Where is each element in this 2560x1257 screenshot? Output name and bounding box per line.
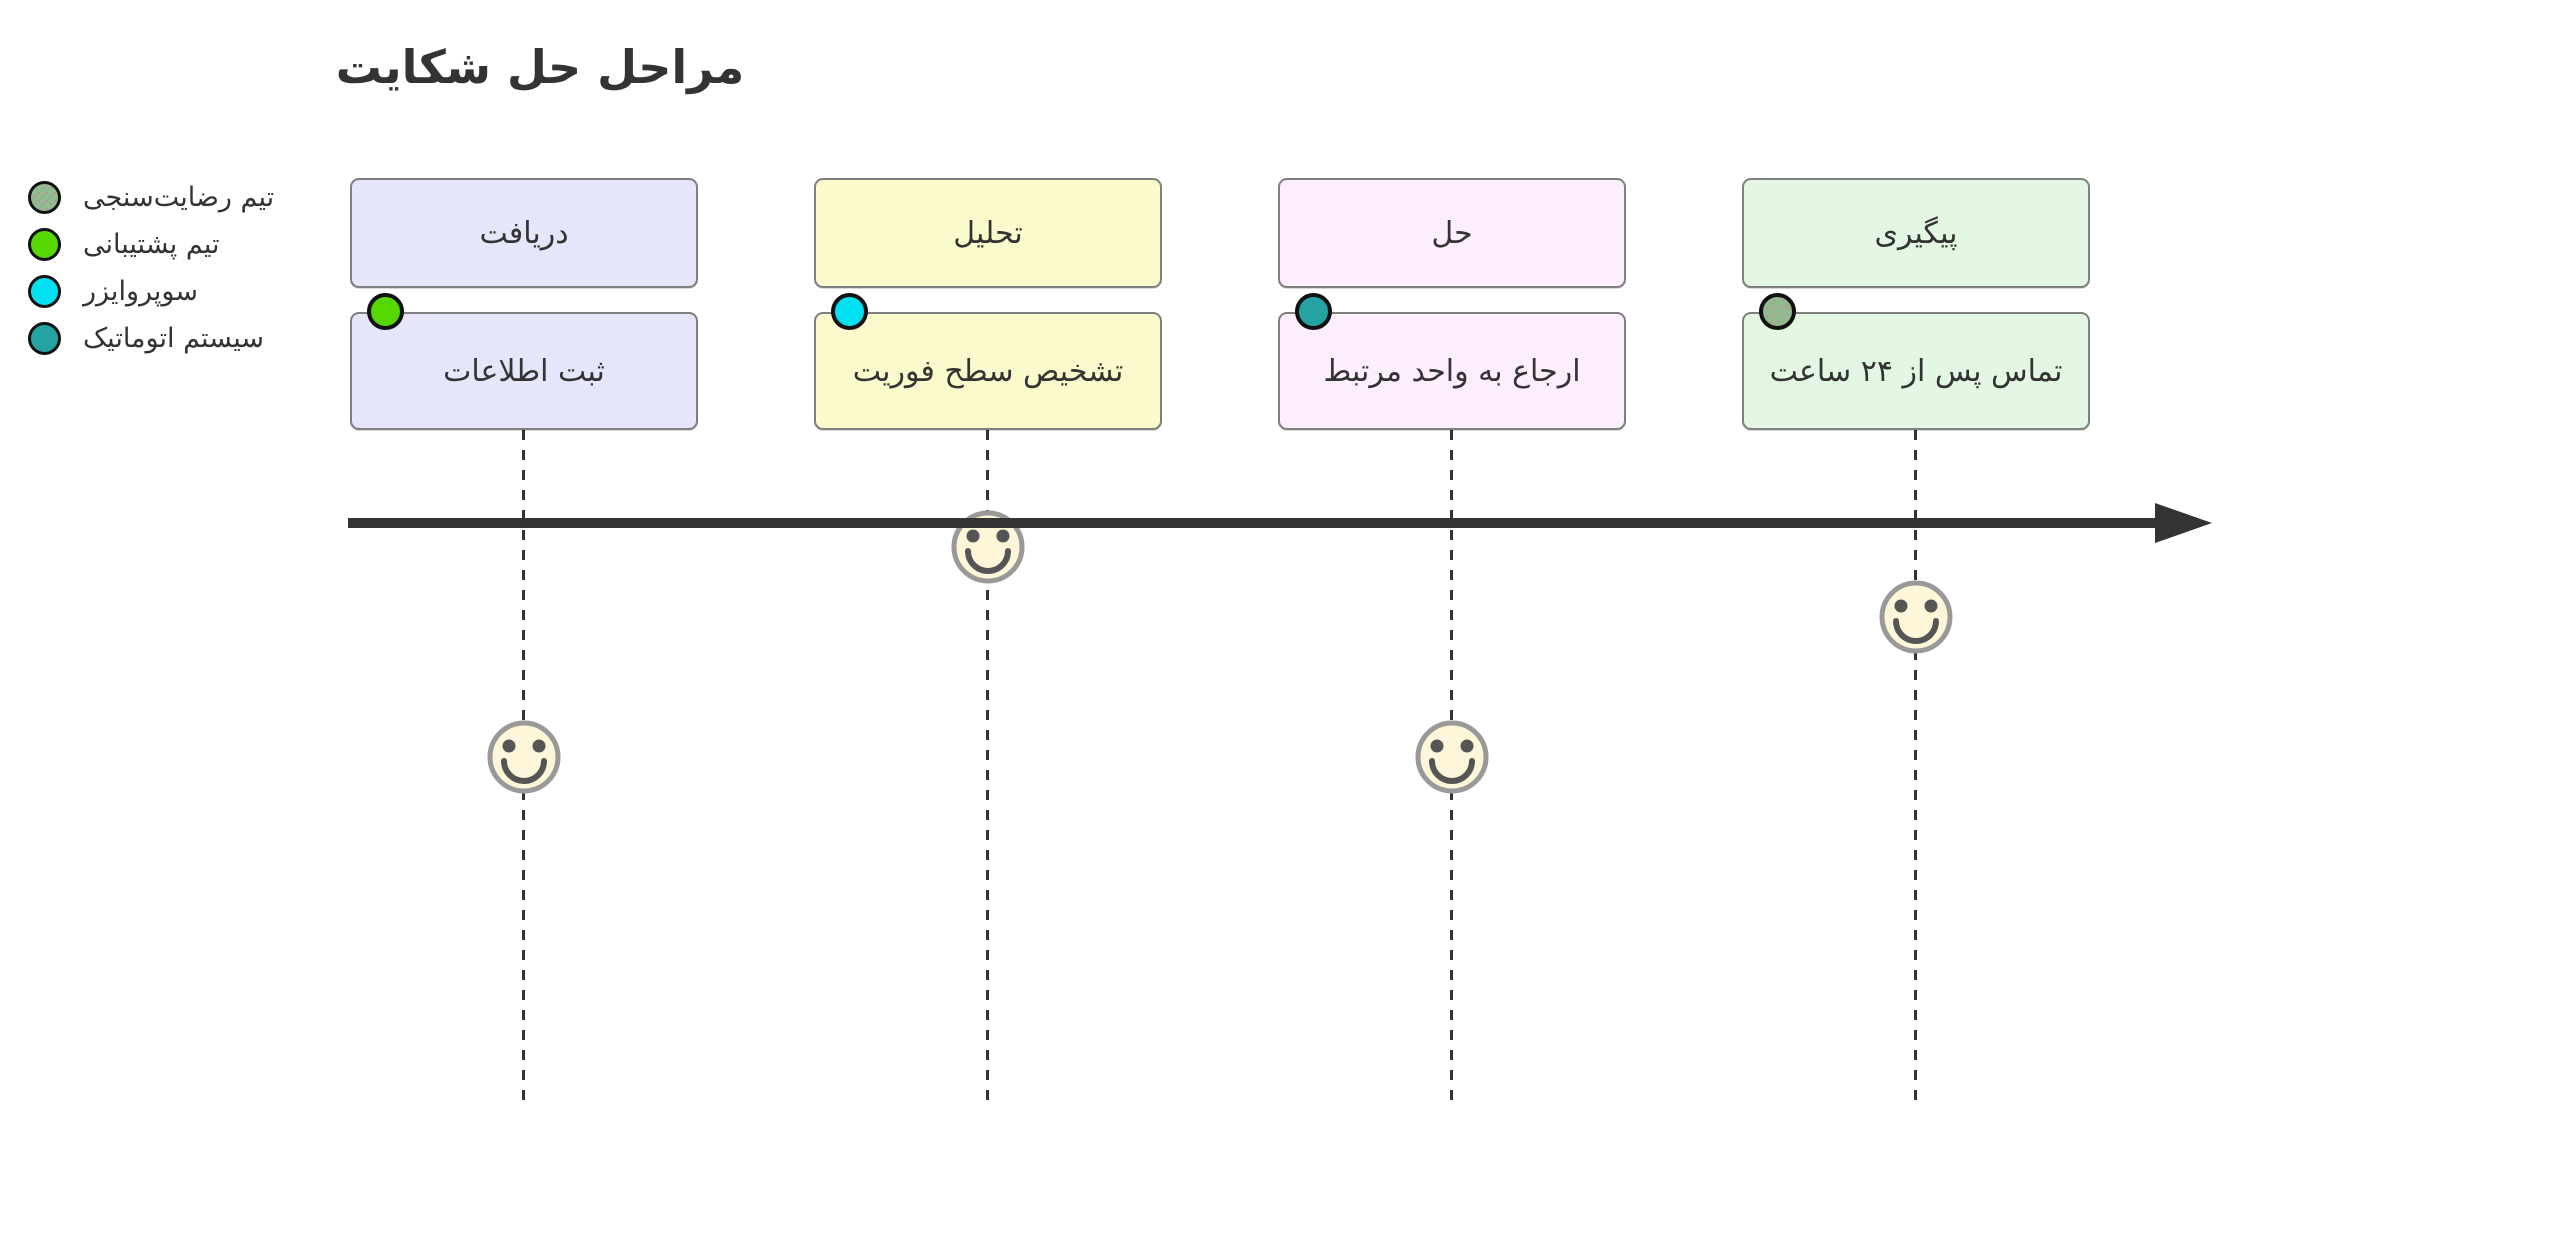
section-box: پیگیری [1742,178,2090,288]
journey-step-column: تحلیل تشخیص سطح فوریت [814,178,1162,1108]
legend-item: سوپروایزر [28,274,274,308]
smiley-face-icon [1879,580,1953,654]
page-title: مراحل حل شکایت [335,40,745,94]
task-box: ارجاع به واحد مرتبط [1278,312,1626,430]
section-label: تحلیل [953,215,1023,251]
legend-label: سوپروایزر [83,275,198,307]
task-label: ثبت اطلاعات [443,353,605,389]
legend-item: سیستم اتوماتیک [28,321,274,355]
actor-dot-icon [831,293,868,330]
section-label: دریافت [479,215,569,251]
task-label: تشخیص سطح فوریت [852,353,1124,389]
actor-color-icon [28,227,61,261]
actor-dot-icon [1759,293,1796,330]
legend-label: تیم پشتیبانی [83,228,220,260]
journey-step-column: دریافت ثبت اطلاعات [350,178,698,1108]
task-label: تماس پس از ۲۴ ساعت [1769,353,2063,389]
section-box: حل [1278,178,1626,288]
legend-label: تیم رضایت‌سنجی [83,181,275,213]
guide-dashed-line [1914,430,1917,1105]
task-label: ارجاع به واحد مرتبط [1323,353,1581,389]
task-box: تماس پس از ۲۴ ساعت [1742,312,2090,430]
section-box: تحلیل [814,178,1162,288]
section-label: حل [1431,215,1473,251]
legend: تیم رضایت‌سنجی تیم پشتیبانی سوپروایزر سی… [28,180,274,355]
section-box: دریافت [350,178,698,288]
actor-color-icon [28,180,61,214]
legend-item: تیم پشتیبانی [28,227,274,261]
task-box: ثبت اطلاعات [350,312,698,430]
smiley-face-icon [487,720,561,794]
guide-dashed-line [986,430,989,1105]
actor-dot-icon [1295,293,1332,330]
smiley-face-icon [951,510,1025,584]
legend-item: تیم رضایت‌سنجی [28,180,274,214]
journey-step-column: پیگیری تماس پس از ۲۴ ساعت [1742,178,2090,1108]
smiley-face-icon [1415,720,1489,794]
actor-dot-icon [367,293,404,330]
legend-label: سیستم اتوماتیک [83,322,265,354]
arrowhead-icon [2155,503,2212,543]
journey-step-column: حل ارجاع به واحد مرتبط [1278,178,1626,1108]
actor-color-icon [28,321,61,355]
section-label: پیگیری [1874,215,1958,251]
actor-color-icon [28,274,61,308]
task-box: تشخیص سطح فوریت [814,312,1162,430]
